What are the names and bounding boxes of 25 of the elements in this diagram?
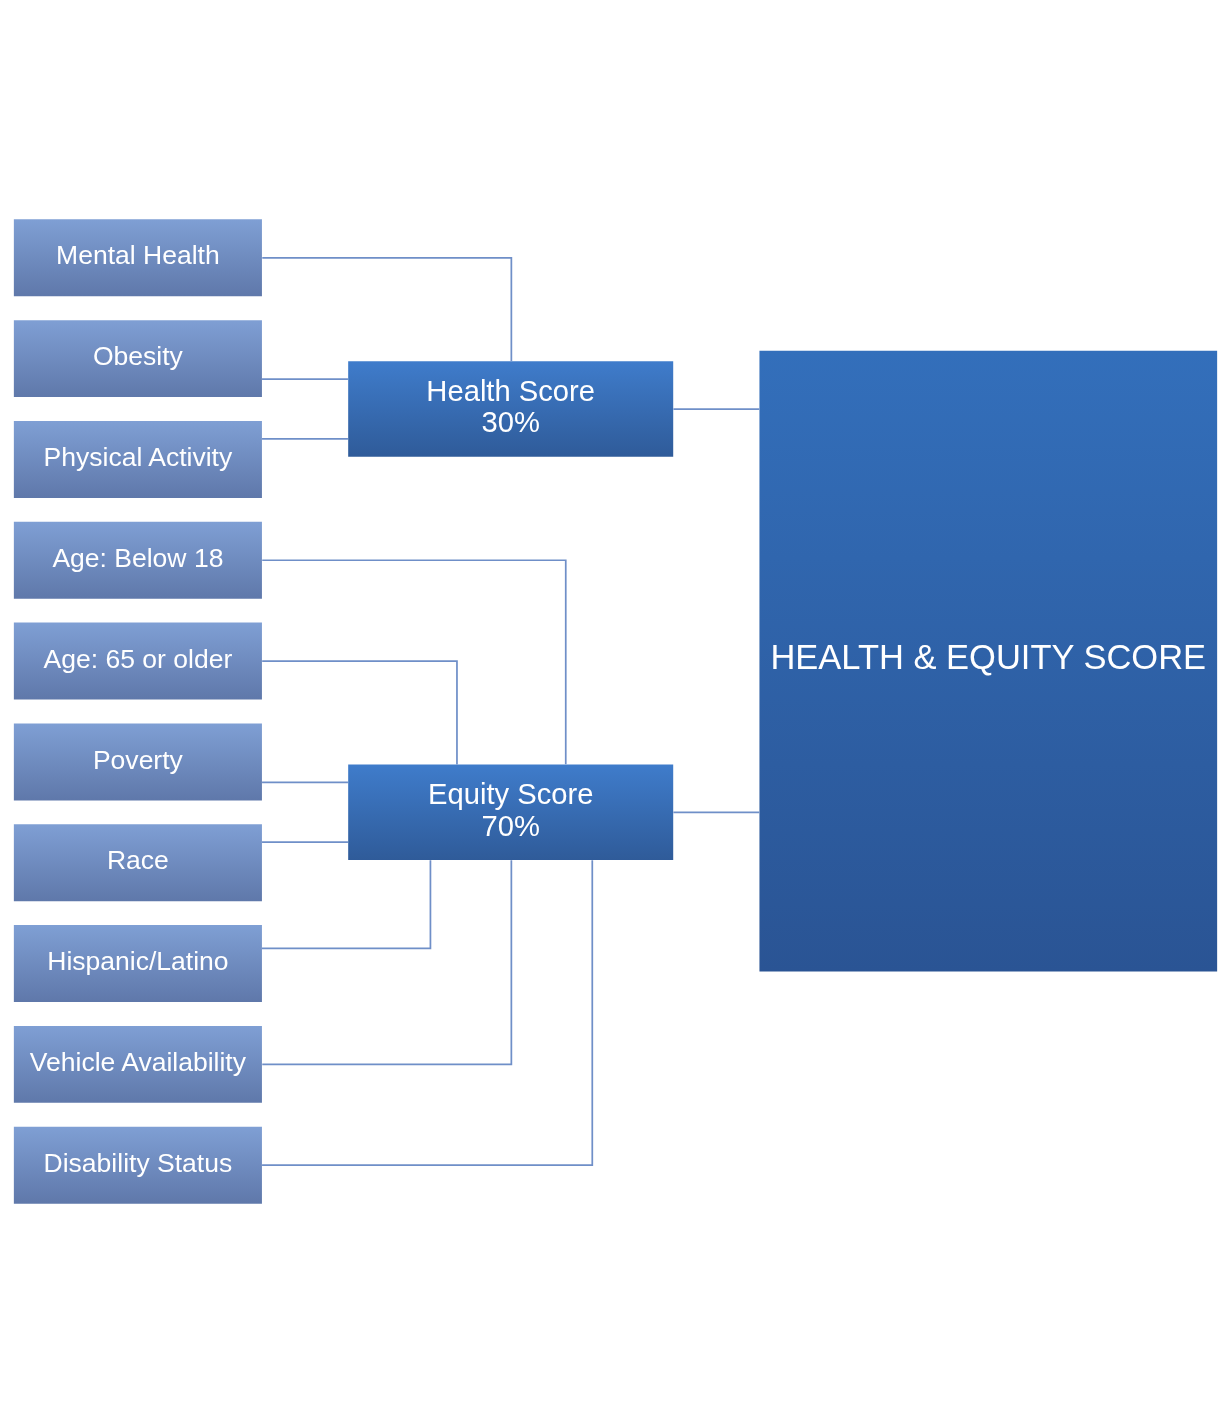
node-box: Hispanic/Latino [13, 925, 262, 1003]
node-box: Equity Score 70% [348, 764, 674, 861]
node-box: Age: 65 or older [13, 622, 262, 700]
connector [261, 859, 594, 1167]
node-box: Physical Activity [13, 420, 262, 498]
node-box: Poverty [13, 723, 262, 801]
connector [261, 378, 349, 381]
connector [261, 859, 513, 1066]
connector [261, 256, 513, 363]
connector [261, 438, 349, 440]
connector [672, 811, 761, 814]
node-box: Vehicle Availability [13, 1025, 262, 1103]
node-box: Race [13, 824, 262, 902]
node-box: Mental Health [13, 219, 262, 297]
node-box: Age: Below 18 [13, 521, 262, 599]
connector [261, 559, 567, 766]
connector [672, 408, 761, 410]
node-box: HEALTH & EQUITY SCORE [759, 350, 1218, 972]
node-box: Obesity [13, 320, 262, 398]
node-box: Health Score 30% [348, 361, 674, 457]
connector [261, 859, 432, 950]
connector [261, 841, 349, 844]
connector [261, 781, 349, 784]
node-box: Disability Status [13, 1126, 262, 1204]
connector [261, 660, 458, 766]
